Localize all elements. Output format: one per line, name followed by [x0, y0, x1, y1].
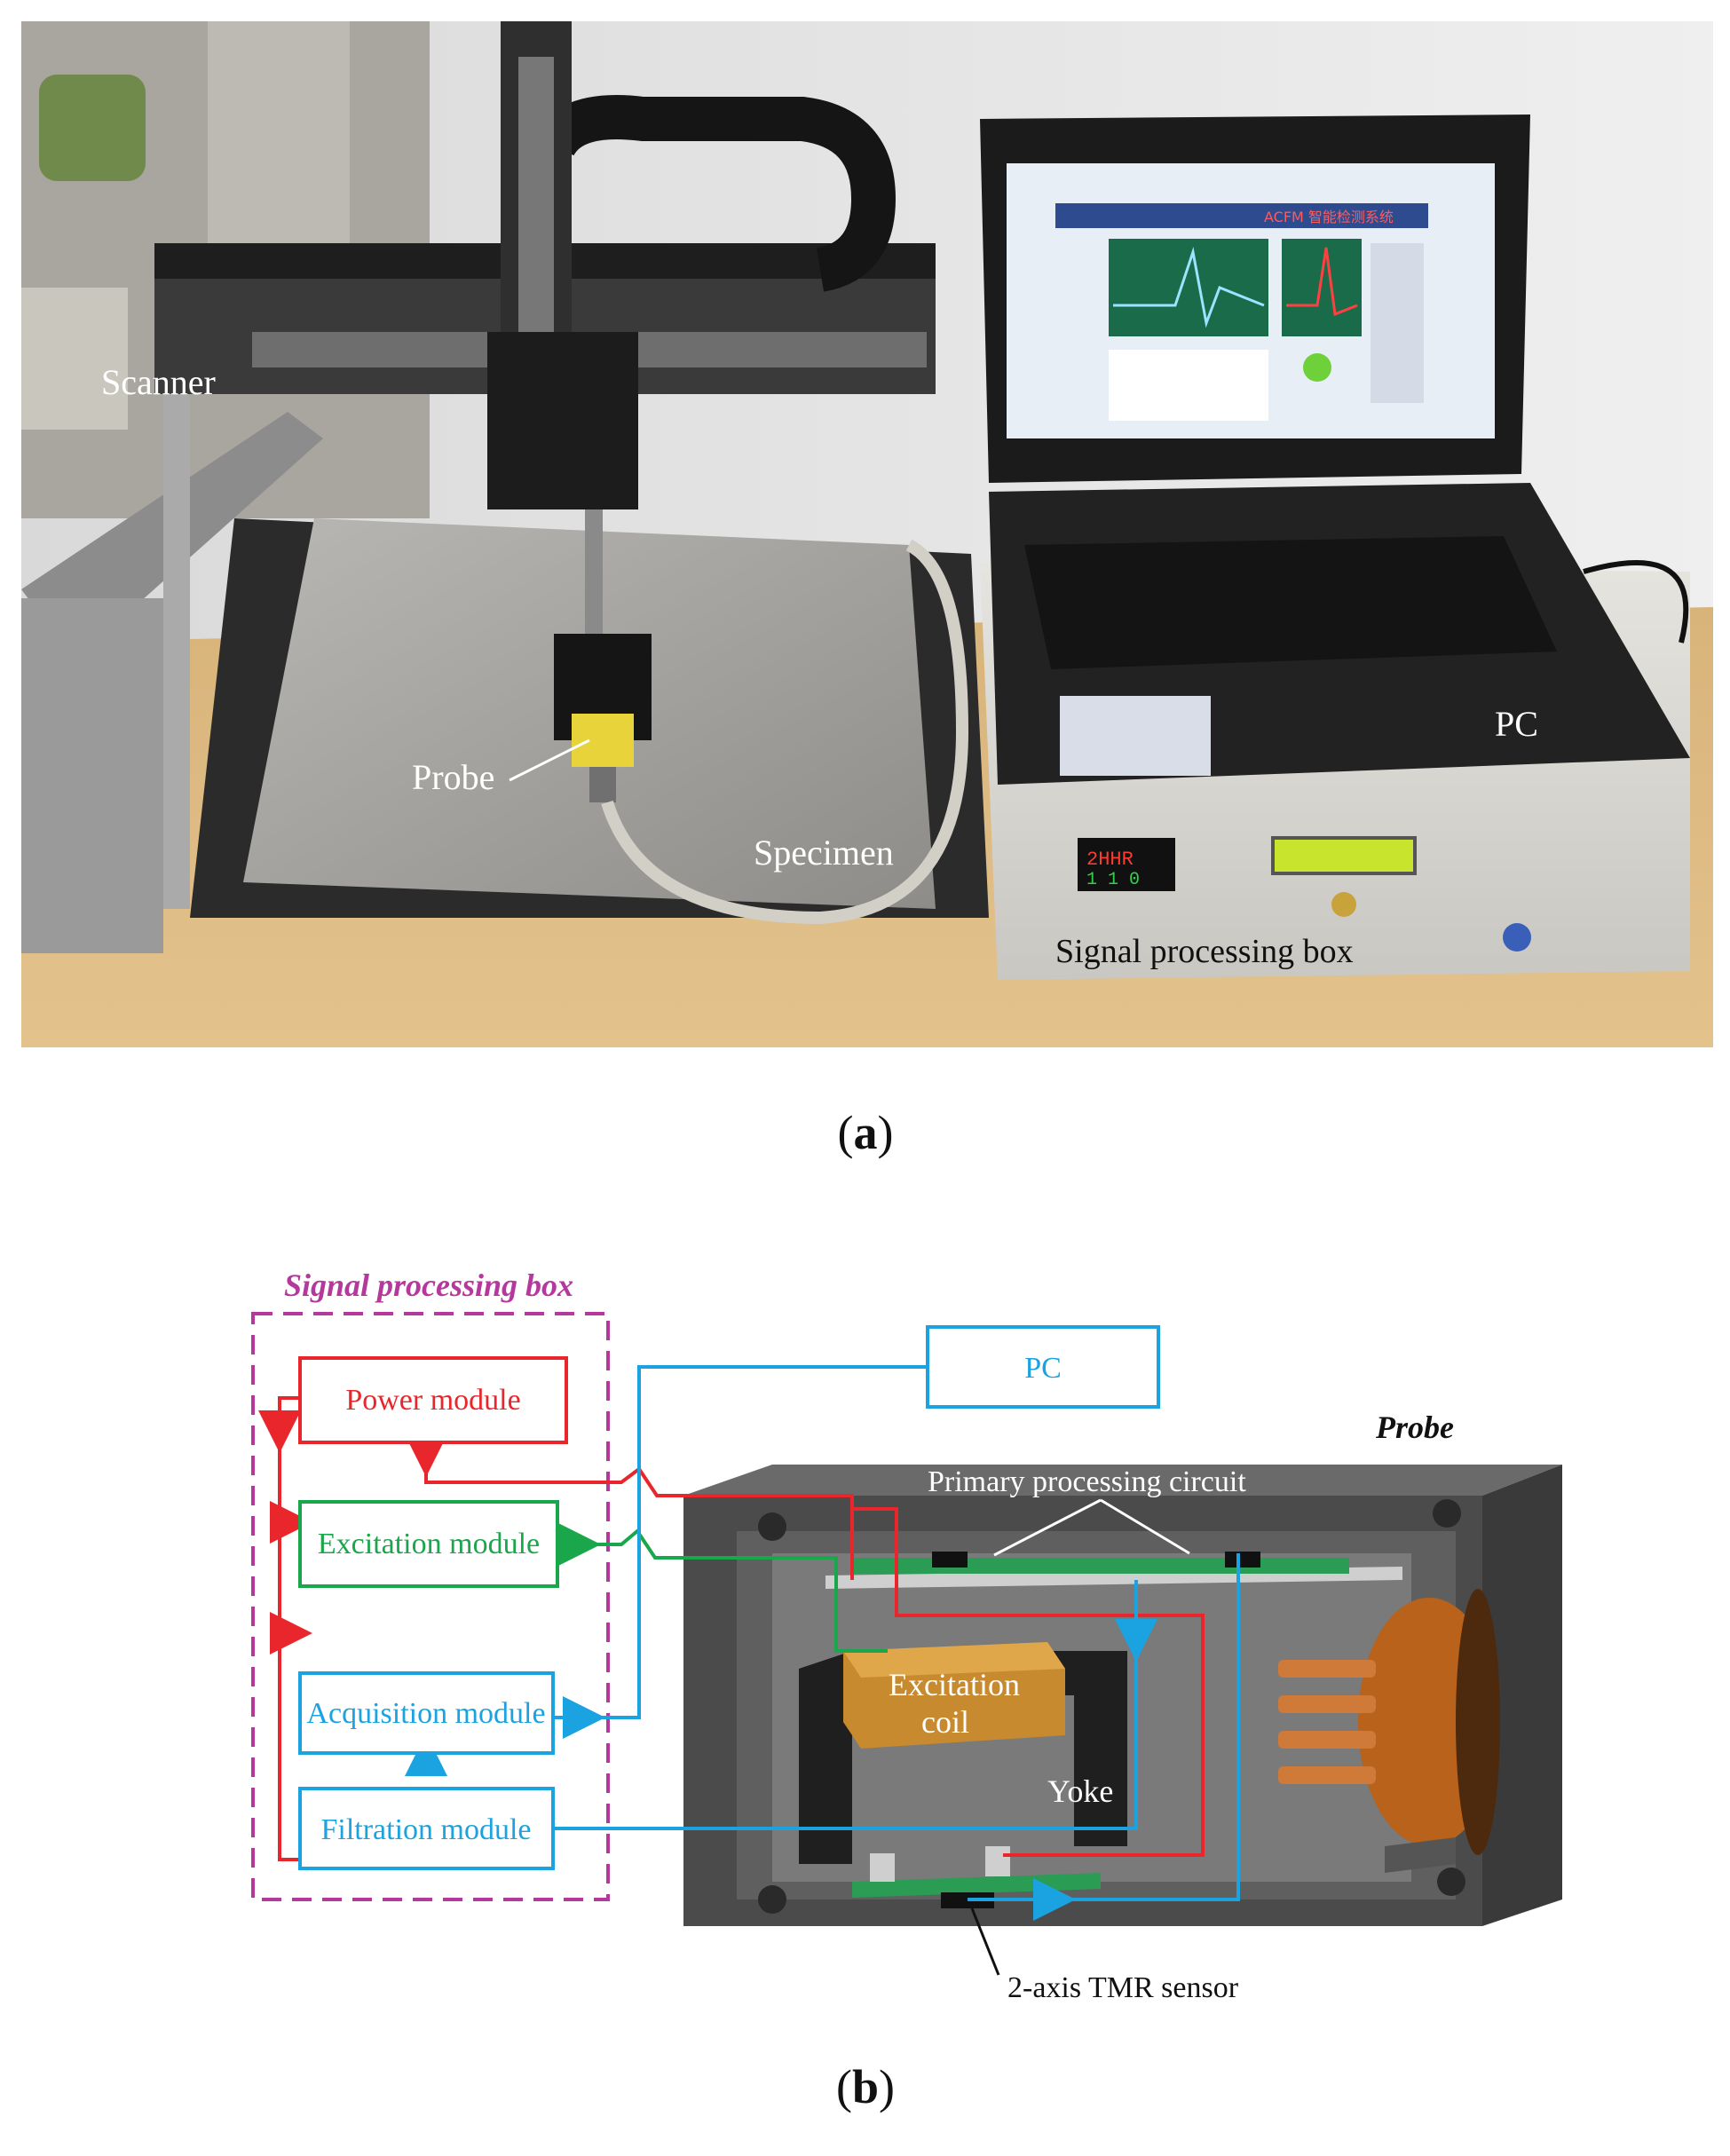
block-diagram: Power module Excitation module Acquisiti…: [251, 1268, 1562, 2004]
excitation-module-label: Excitation module: [318, 1528, 540, 1560]
acquisition-module-label: Acquisition module: [306, 1697, 545, 1730]
probe-pointer: [509, 738, 590, 782]
power-module-label: Power module: [345, 1384, 520, 1417]
diagram-panel-b: Power module Excitation module Acquisiti…: [0, 1225, 1730, 2041]
probe-housing: [683, 1465, 1562, 1926]
signal-box-boundary: [251, 1312, 610, 1901]
pc-box: [926, 1325, 1160, 1409]
filtration-module-label: Filtration module: [320, 1813, 531, 1846]
power-module-box: [298, 1356, 568, 1444]
svg-text:2HHR: 2HHR: [1086, 849, 1134, 871]
signal-box-title: Signal processing box: [284, 1268, 573, 1303]
photo-label-scanner: Scanner: [101, 362, 216, 402]
svg-text:1 1 0: 1 1 0: [1086, 870, 1140, 890]
filtration-module-box: [298, 1787, 555, 1870]
yoke-label: Yoke: [1047, 1773, 1113, 1809]
caption-a: (a): [837, 1106, 894, 1159]
photo-label-signal-box: Signal processing box: [1055, 933, 1354, 970]
photo-label-probe: Probe: [412, 757, 494, 797]
photo-illustration: 2HHR 1 1 0 ACFM 智能检测系统 Scanner Probe Spe…: [21, 21, 1713, 1047]
probe-title: Probe: [1375, 1410, 1454, 1445]
excitation-coil-label-2: coil: [921, 1704, 969, 1740]
pc-label: PC: [1024, 1352, 1062, 1385]
primary-circuit-label: Primary processing circuit: [928, 1465, 1246, 1498]
caption-b: (b): [835, 2060, 895, 2113]
tmr-sensor-label: 2-axis TMR sensor: [1007, 1971, 1239, 2004]
acquisition-module-box: [298, 1671, 555, 1755]
screen-title: ACFM 智能检测系统: [1264, 209, 1394, 225]
excitation-coil-label-1: Excitation: [889, 1667, 1020, 1702]
excitation-module-box: [298, 1500, 559, 1588]
photo-panel-a: 2HHR 1 1 0 ACFM 智能检测系统 Scanner Probe Spe…: [21, 21, 1713, 1047]
photo-label-specimen: Specimen: [754, 833, 894, 873]
photo-label-pc: PC: [1495, 704, 1538, 744]
